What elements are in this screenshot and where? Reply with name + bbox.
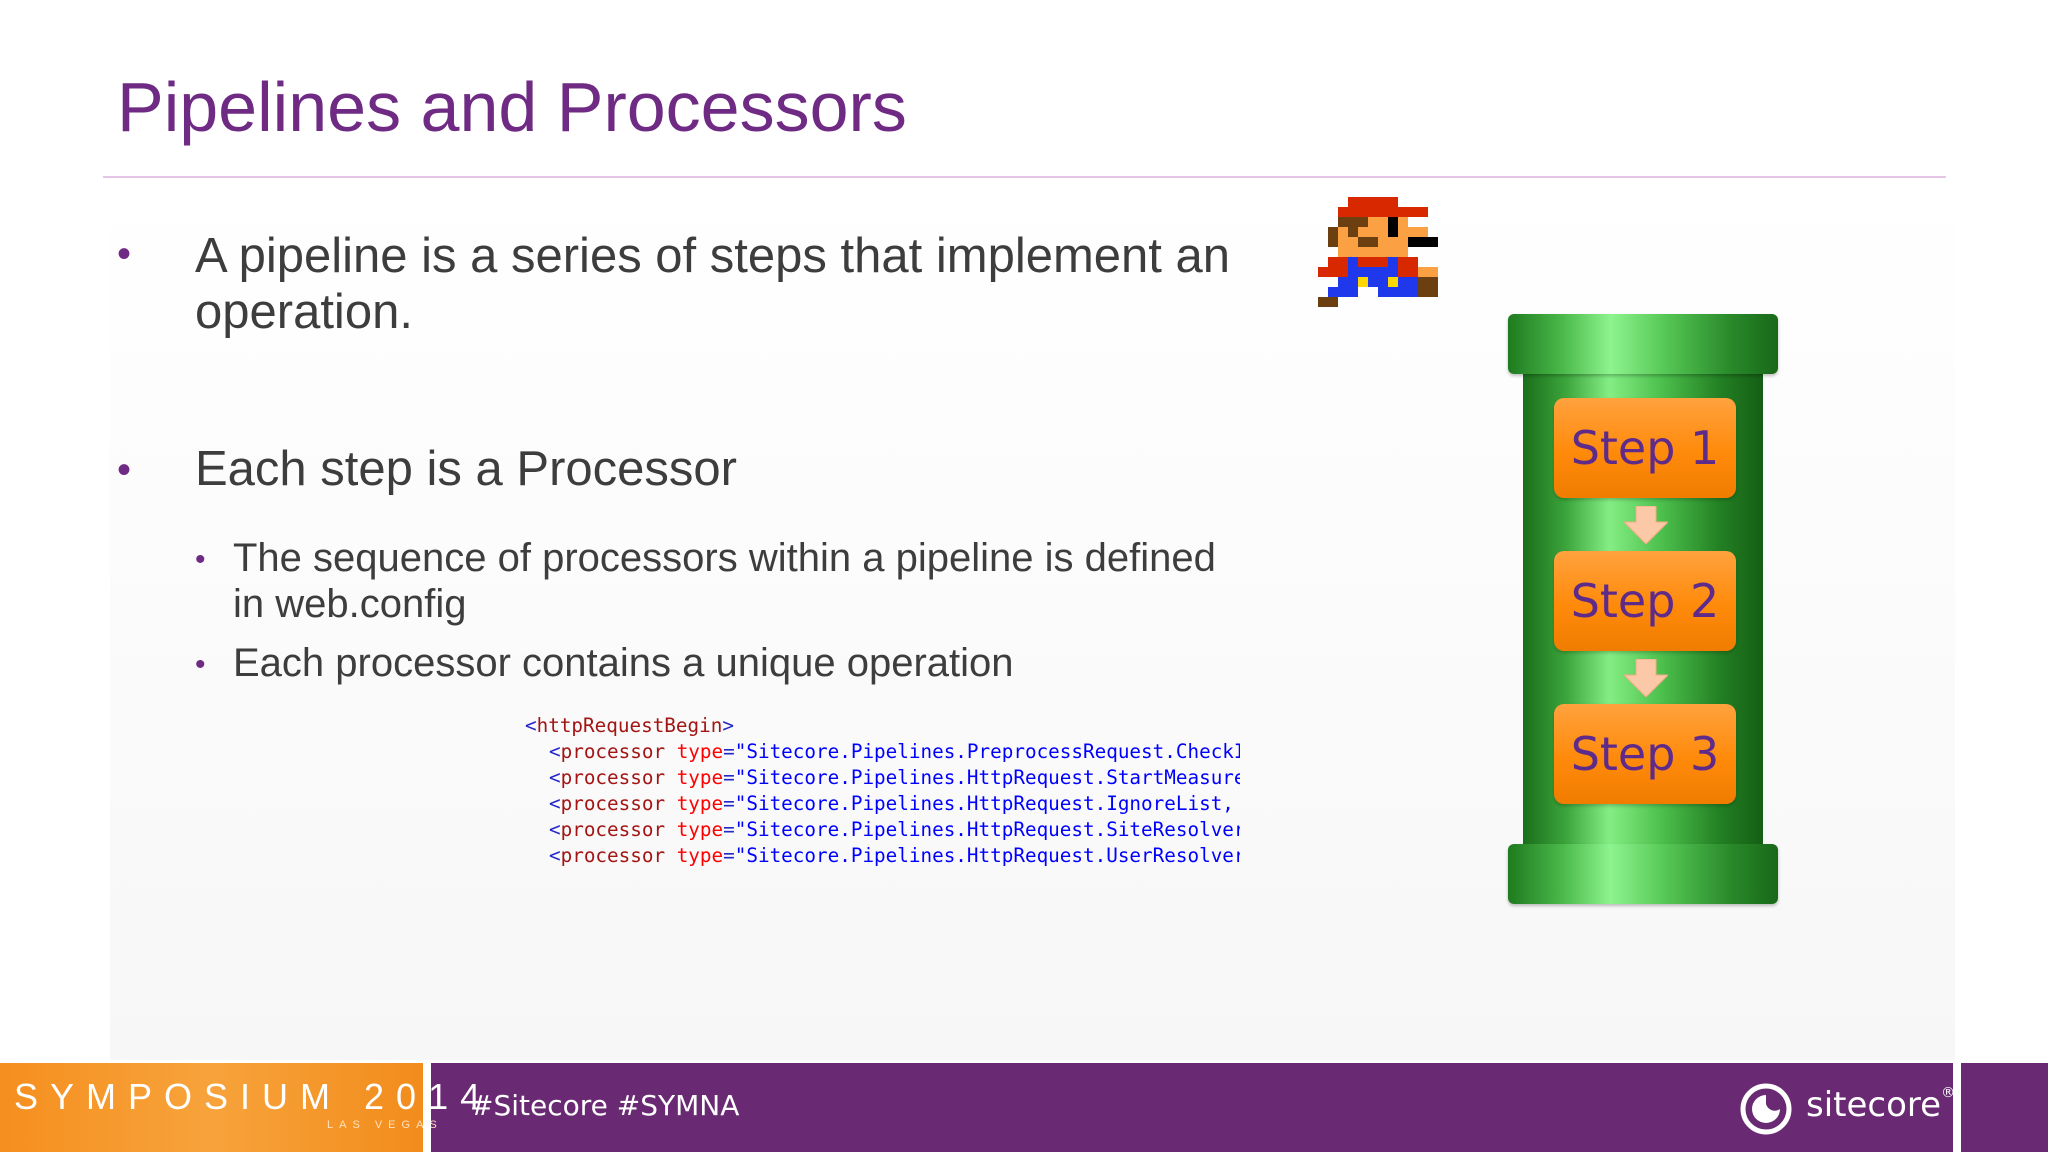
footer-bar: SYMPOSIUM 2014 LAS VEGAS #Sitecore #SYMN… bbox=[0, 1063, 2048, 1152]
pipe-bottom-cap bbox=[1508, 844, 1778, 904]
sub-bullet-1-line-1: The sequence of processors within a pipe… bbox=[233, 536, 1216, 580]
code-element: processor bbox=[560, 844, 666, 867]
code-value: "Sitecore.Pipelines.HttpRequest.IgnoreLi… bbox=[734, 792, 1240, 815]
config-code-snippet: <httpRequestBegin> <processor type="Site… bbox=[525, 713, 1240, 873]
down-arrow-icon bbox=[1624, 506, 1668, 544]
event-location: LAS VEGAS bbox=[327, 1119, 443, 1131]
code-element: processor bbox=[560, 818, 666, 841]
code-line: <httpRequestBegin> bbox=[525, 714, 734, 737]
sub-bullet-2-line-1: Each processor contains a unique operati… bbox=[233, 641, 1014, 685]
step-2-box: Step 2 bbox=[1554, 551, 1736, 651]
footer-hashtags: #Sitecore #SYMNA bbox=[470, 1089, 740, 1122]
code-line: <processor type="Sitecore.Pipelines.Http… bbox=[525, 765, 1240, 791]
bullet-1-line-1: A pipeline is a series of steps that imp… bbox=[195, 229, 1231, 283]
sub-bullet-marker: • bbox=[195, 648, 206, 681]
code-attribute: type bbox=[676, 740, 724, 763]
code-line: <processor type="Sitecore.Pipelines.Prep… bbox=[525, 739, 1240, 765]
event-name: SYMPOSIUM 2014 bbox=[14, 1076, 493, 1117]
title-divider bbox=[103, 176, 1946, 178]
code-element: processor bbox=[560, 766, 666, 789]
code-attribute: type bbox=[676, 792, 724, 815]
bullet-1-line-2: operation. bbox=[195, 285, 413, 339]
bullet-marker: • bbox=[117, 448, 132, 492]
bullet-marker: • bbox=[117, 232, 132, 276]
code-line: <processor type="Sitecore.Pipelines.Http… bbox=[525, 791, 1240, 817]
code-element: processor bbox=[560, 740, 666, 763]
code-attribute: type bbox=[676, 844, 724, 867]
code-value: "Sitecore.Pipelines.HttpRequest.StartMea… bbox=[734, 766, 1240, 789]
registered-mark: ® bbox=[1941, 1085, 1956, 1101]
step-1-box: Step 1 bbox=[1554, 398, 1736, 498]
sub-bullet-1-line-2: in web.config bbox=[233, 582, 467, 626]
slide-title: Pipelines and Processors bbox=[117, 68, 907, 146]
sitecore-logo-icon bbox=[1740, 1083, 1792, 1135]
footer-divider bbox=[423, 1063, 431, 1152]
pipeline-diagram: Step 1 Step 2 Step 3 bbox=[1508, 314, 1778, 904]
brand-name: sitecore® bbox=[1806, 1085, 1955, 1125]
mario-sprite-icon bbox=[1318, 197, 1438, 307]
footer-divider bbox=[1953, 1063, 1961, 1152]
event-banner: SYMPOSIUM 2014 LAS VEGAS bbox=[0, 1063, 480, 1152]
code-value: "Sitecore.Pipelines.HttpRequest.UserReso… bbox=[734, 844, 1240, 867]
code-line: <processor type="Sitecore.Pipelines.Http… bbox=[525, 843, 1240, 869]
code-element: processor bbox=[560, 792, 666, 815]
code-open-tag: httpRequestBegin bbox=[536, 714, 723, 737]
code-attribute: type bbox=[676, 766, 724, 789]
code-line: <processor type="Sitecore.Pipelines.Http… bbox=[525, 817, 1240, 843]
step-3-box: Step 3 bbox=[1554, 704, 1736, 804]
brand-wordmark: sitecore bbox=[1806, 1085, 1942, 1125]
bullet-2-line-1: Each step is a Processor bbox=[195, 442, 737, 496]
code-value: "Sitecore.Pipelines.HttpRequest.SiteReso… bbox=[734, 818, 1240, 841]
pipe-top-cap bbox=[1508, 314, 1778, 374]
sub-bullet-marker: • bbox=[195, 543, 206, 576]
down-arrow-icon bbox=[1624, 659, 1668, 697]
code-value: "Sitecore.Pipelines.PreprocessRequest.Ch… bbox=[734, 740, 1240, 763]
code-attribute: type bbox=[676, 818, 724, 841]
